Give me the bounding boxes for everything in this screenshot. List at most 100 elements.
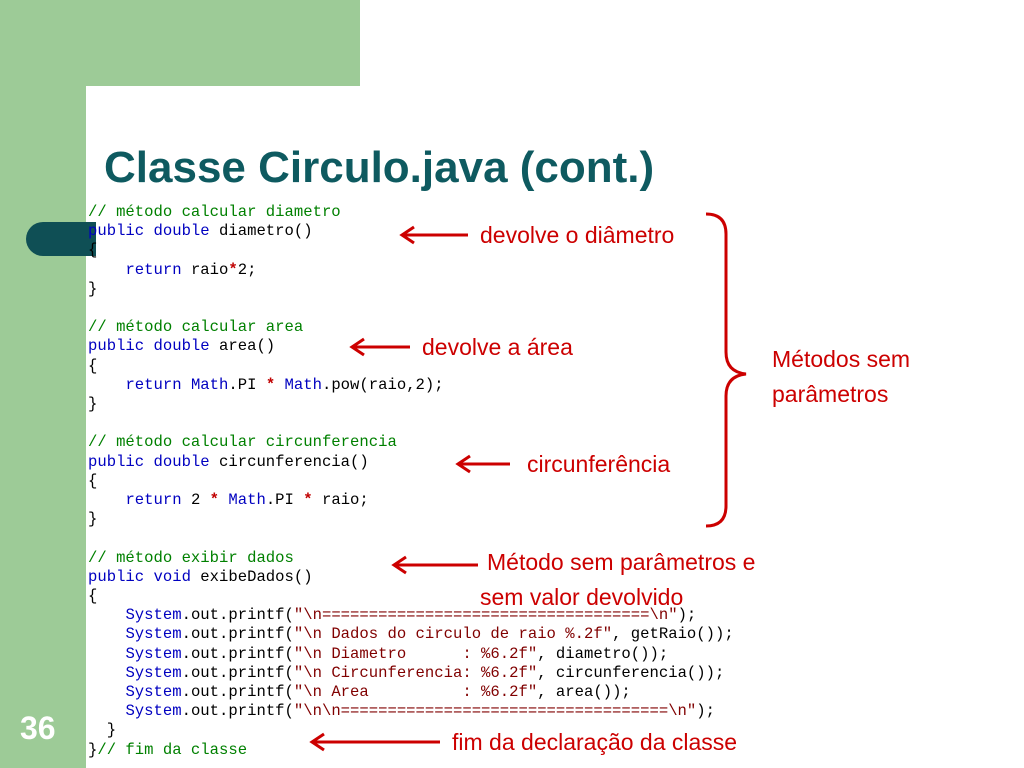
code-line: return raio*2; [88,261,734,280]
slide-number: 36 [20,710,56,746]
code-token: "\n Dados do circulo de raio %.2f" [293,625,613,644]
code-token: .PI [228,375,266,394]
code-token: public double [88,337,210,356]
code-token: .out.printf( [181,606,294,625]
code-token: .out.printf( [181,702,294,721]
curly-brace [705,212,747,528]
code-line: { [88,241,734,260]
code-token: Math [228,491,266,510]
note-diametro: devolve o diâmetro [480,222,675,248]
code-line: }// fim da classe [88,741,734,760]
code-token: , circunferencia()); [537,663,725,682]
code-line: } [88,721,734,740]
code-line: // método exibir dados [88,549,734,568]
note-metodos-sem-parametros-line1: Métodos sem [772,346,911,372]
code-token: } [88,510,98,529]
code-token: public void [88,567,191,586]
code-token: 2 [181,491,210,510]
code-line: System.out.printf("\n Area : %6.2f", are… [88,683,734,702]
code-token: // método calcular diametro [88,203,341,221]
note-fim-classe: fim da declaração da classe [452,729,738,755]
code-token: .pow(raio,2); [321,375,444,394]
code-token: circunferencia() [209,452,369,471]
code-token: raio [181,260,229,279]
code-token: diametro() [209,222,313,241]
code-token: { [88,587,98,606]
code-token: 2; [237,260,257,279]
code-token: .out.printf( [181,644,294,663]
note-circunferencia: circunferência [527,451,671,477]
code-token: } [88,721,117,740]
arrow-fim-head [309,732,325,752]
code-token: } [88,395,98,414]
code-token: ); [677,606,697,625]
note-metodos-sem-parametros-line2: parâmetros [772,381,889,407]
arrow-exibe-head [391,555,407,575]
code-token: // método calcular area [88,318,304,337]
code-line: // método calcular area [88,318,734,337]
arrow-area-head [349,337,365,357]
code-line: } [88,510,734,529]
note-exibe-line2: sem valor devolvido [480,584,684,610]
left-green-bar [0,0,86,768]
code-token: } [88,279,98,298]
code-line: System.out.printf("\n Diametro : %6.2f",… [88,645,734,664]
code-token: ); [696,702,715,721]
code-token: exibeDados() [190,567,313,586]
code-token: System [125,663,182,682]
code-token: public double [88,222,210,241]
code-token: "\n Area : %6.2f" [293,683,538,702]
code-token: { [88,241,98,260]
note-area: devolve a área [422,334,573,360]
code-token: return [125,260,182,279]
code-token: .out.printf( [181,625,294,644]
code-token: raio; [312,491,369,510]
code-token: System [125,644,182,663]
content-panel [86,86,1024,768]
title-tab-marker [26,222,96,256]
code-token: return Math [125,375,229,394]
slide-title: Classe Circulo.java (cont.) [104,143,655,192]
code-line: System.out.printf("\n===================… [88,606,734,625]
code-line: { [88,357,734,376]
code-line: System.out.printf("\n Circunferencia: %6… [88,664,734,683]
code-line: public double diametro() [88,222,734,241]
code-token: // método exibir dados [88,548,294,567]
code-token: System [125,683,182,702]
code-token: area() [209,337,276,356]
code-token: } [88,740,98,759]
code-token: "\n Circunferencia: %6.2f" [293,663,538,682]
code-line: // método calcular diametro [88,203,734,222]
code-line: return 2 * Math.PI * raio; [88,491,734,510]
top-green-band [0,0,360,86]
code-token: , getRaio()); [612,625,734,644]
code-token: System [125,702,182,721]
code-line: System.out.printf("\n Dados do circulo d… [88,625,734,644]
code-line: public double area() [88,337,734,356]
code-token: * [265,375,276,394]
code-line: // método calcular circunferencia [88,433,734,452]
code-token: .PI [265,491,304,510]
code-line: { [88,472,734,491]
code-line: { [88,587,734,606]
code-token: * [228,260,238,279]
code-token: Math [284,375,322,394]
code-token: { [88,356,98,375]
code-token: .out.printf( [181,683,294,702]
code-line: public double circunferencia() [88,453,734,472]
code-line: } [88,280,734,299]
code-line: return Math.PI * Math.pow(raio,2); [88,376,734,395]
code-token: "\n===================================\n… [293,606,678,625]
code-token: public double [88,452,210,471]
code-token: "\n\n===================================… [293,702,697,721]
code-token: * [303,491,313,510]
code-token: { [88,471,98,490]
code-token: * [209,491,220,510]
arrow-circunferencia-head [455,454,471,474]
code-line: public void exibeDados() [88,568,734,587]
code-token: // método calcular circunferencia [88,433,397,452]
code-token: , area()); [537,683,631,702]
code-token: return [125,491,182,510]
